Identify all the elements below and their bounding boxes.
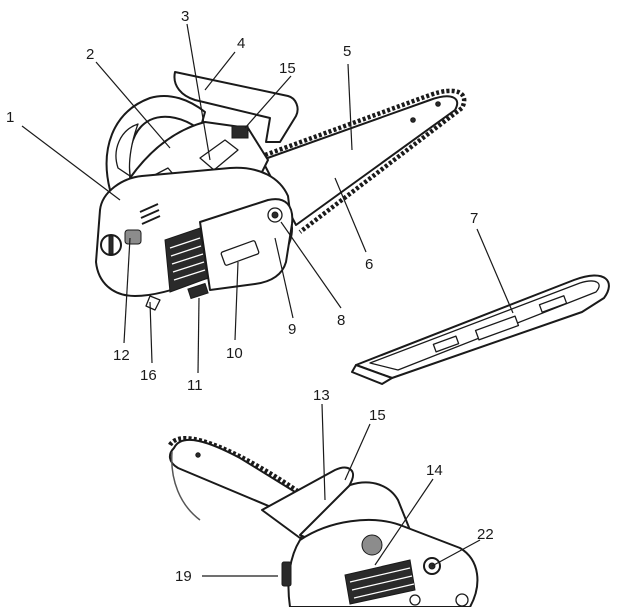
leader-lines <box>21 23 514 577</box>
throttle-lever <box>199 139 239 171</box>
callout-16: 16 <box>140 367 157 384</box>
callout-8: 8 <box>337 312 345 329</box>
callout-2: 2 <box>86 46 94 63</box>
callout-6: 6 <box>365 256 373 273</box>
callout-5: 5 <box>343 43 351 60</box>
callout-7: 7 <box>470 210 478 227</box>
callout-15a: 15 <box>279 60 296 77</box>
callout-22: 22 <box>477 526 494 543</box>
starter-grip <box>187 282 209 300</box>
callout-13: 13 <box>313 387 330 404</box>
callout-9: 9 <box>288 321 296 338</box>
callout-12: 12 <box>113 347 130 364</box>
cover-slot <box>220 240 260 266</box>
callout-11: 11 <box>187 377 203 394</box>
vent-grill <box>139 203 161 225</box>
callout-10: 10 <box>226 345 243 362</box>
callout-19: 19 <box>175 568 192 585</box>
hand-guard-box <box>231 125 249 139</box>
bar-cover <box>351 274 610 385</box>
cooling-fins <box>164 227 209 293</box>
chainsaw-top-view <box>95 71 467 311</box>
callout-15b: 15 <box>369 407 386 424</box>
guide-bar <box>261 88 467 234</box>
chainsaw-rear-view <box>168 436 479 607</box>
choke-knob <box>124 229 142 245</box>
strap-lever <box>281 561 292 587</box>
callout-3: 3 <box>181 8 189 25</box>
callout-4: 4 <box>237 35 245 52</box>
callout-14: 14 <box>426 462 443 479</box>
callout-1: 1 <box>6 109 14 126</box>
callout-labels: 1 2 3 4 15 5 6 7 8 9 10 11 12 16 13 15 1… <box>6 8 494 585</box>
